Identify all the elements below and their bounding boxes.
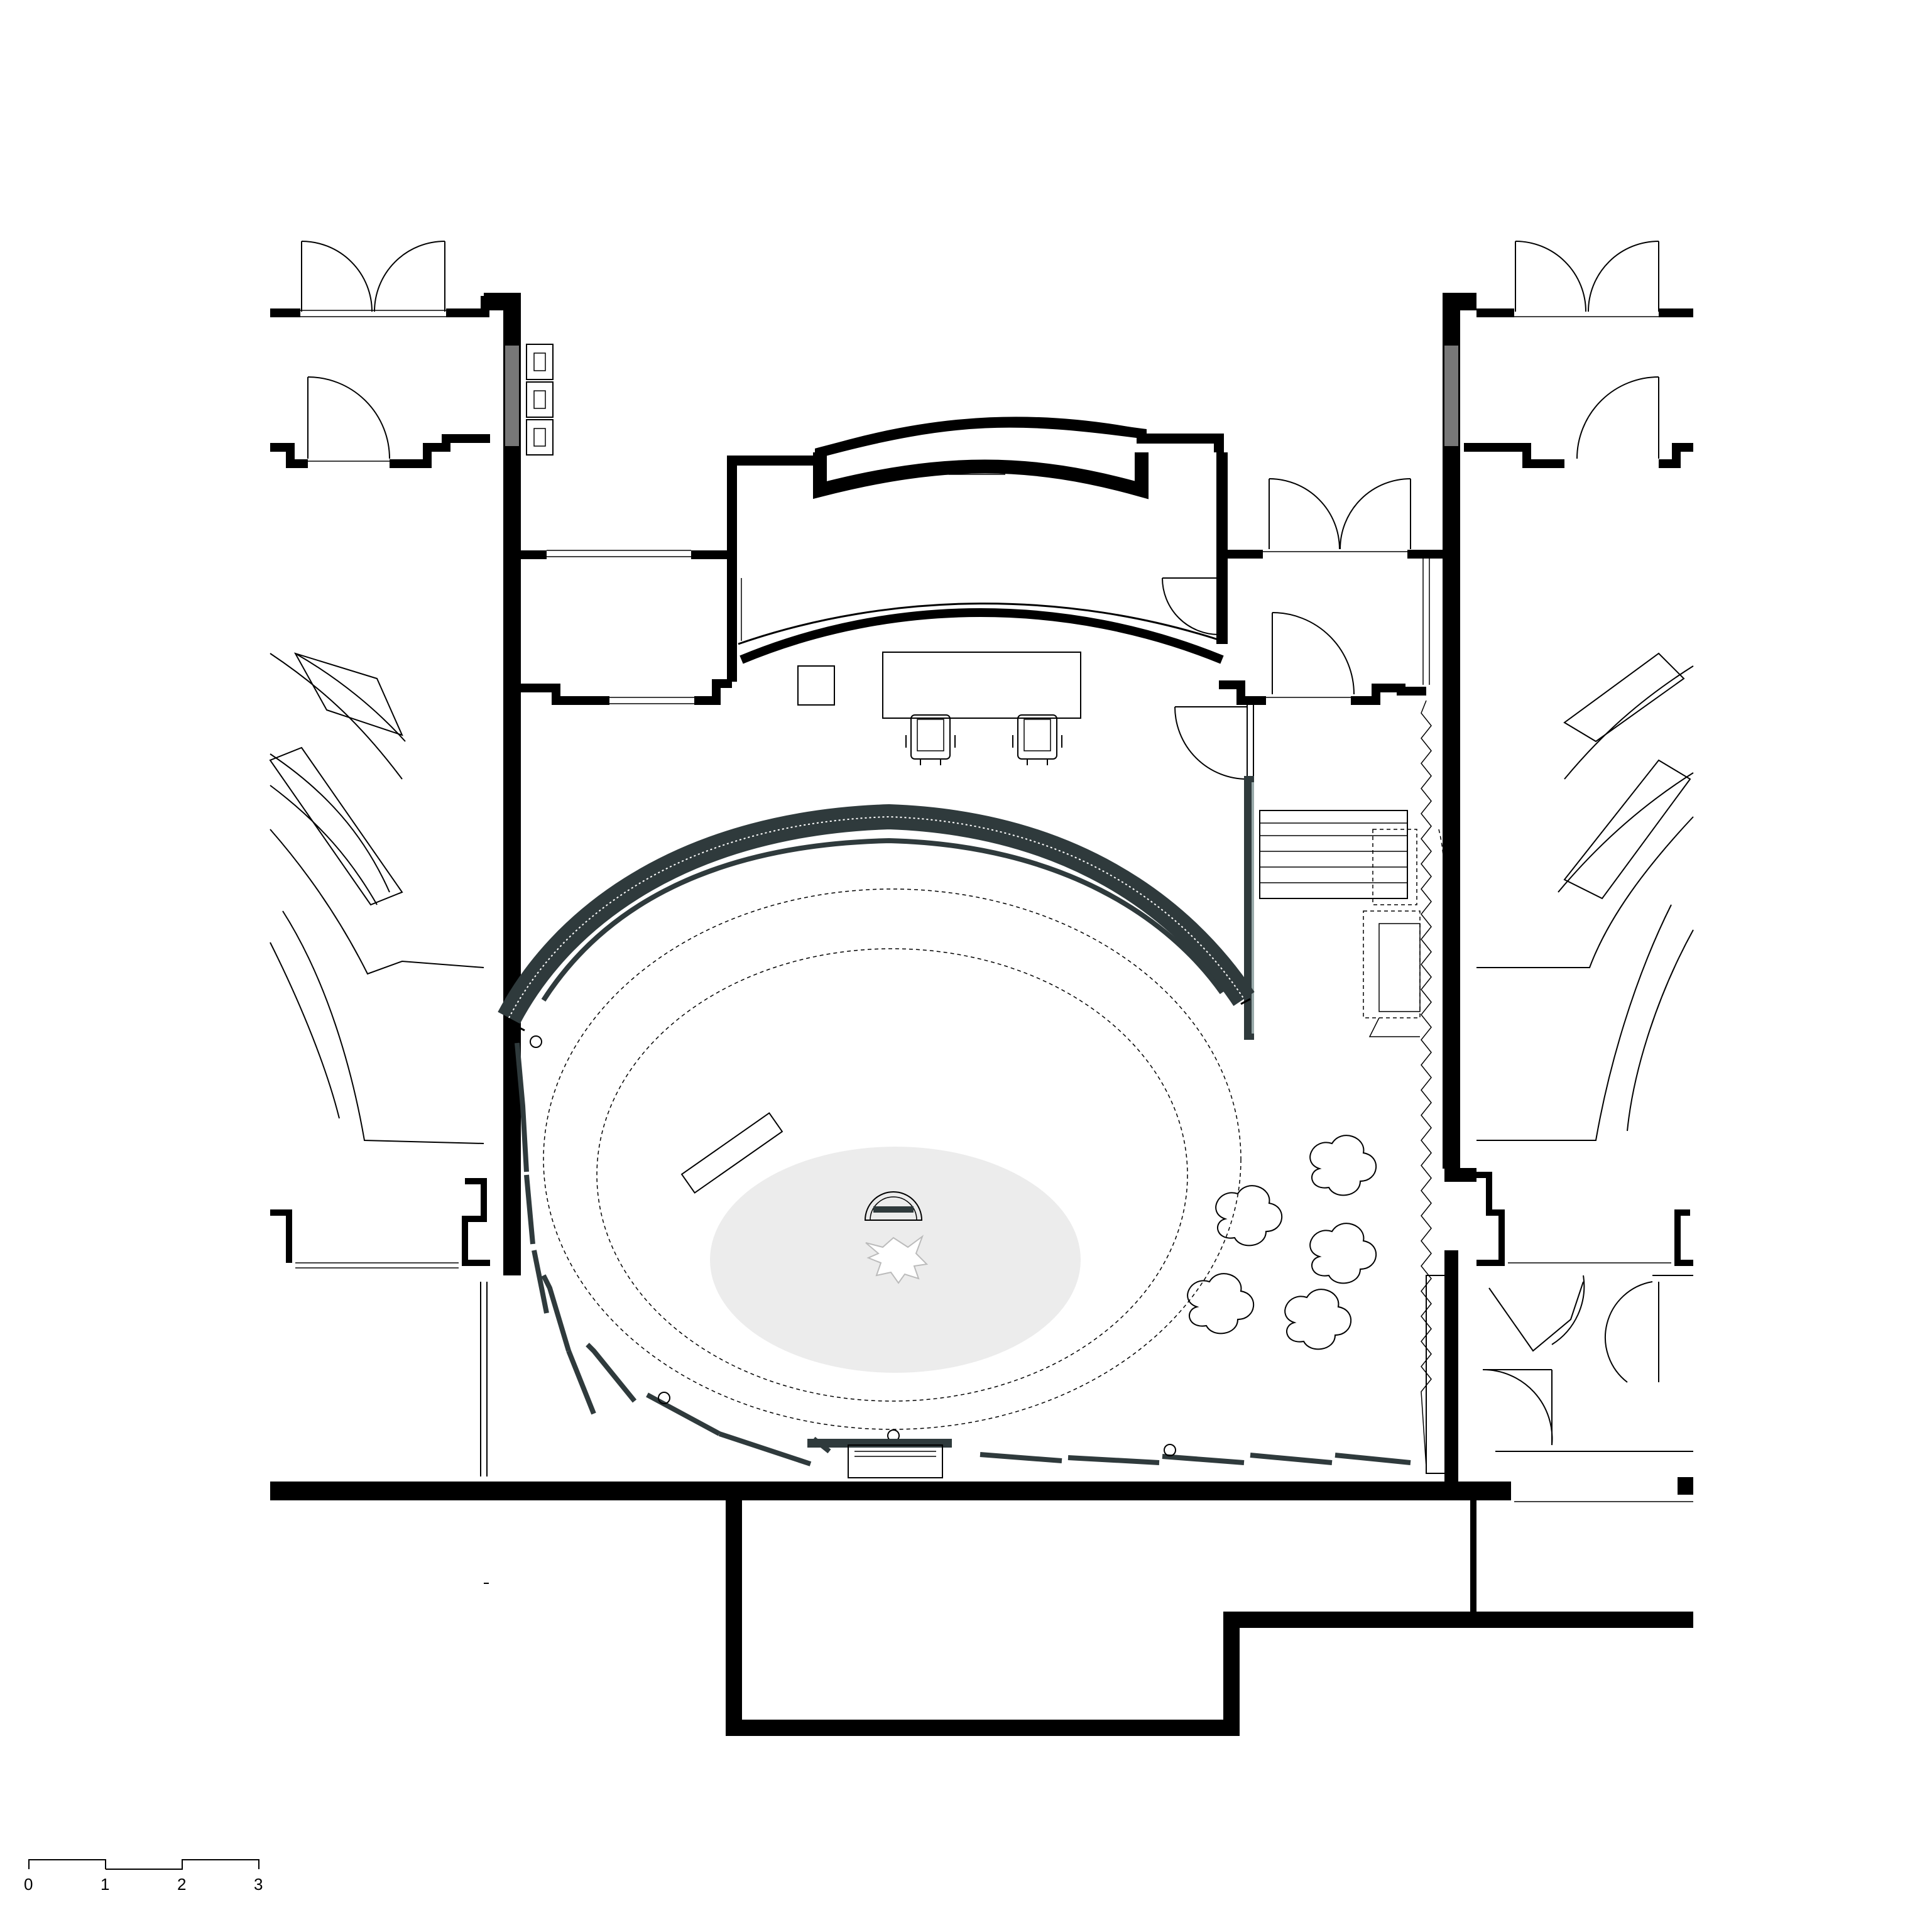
hide-rug [865, 1235, 929, 1284]
curved-bench [498, 804, 1255, 1032]
stair-block [1259, 810, 1408, 899]
auditorium-seating-rows [1476, 652, 1694, 1141]
hanging-rail [1438, 829, 1446, 1006]
stepped-wall-panels [515, 1042, 1411, 1466]
scale-bar: 0 1 2 3 [24, 1859, 263, 1894]
swing-door-icon [1174, 701, 1254, 780]
scale-label-0: 0 [24, 1875, 33, 1894]
partition-edge [1252, 782, 1254, 1034]
wall-segment [512, 684, 609, 705]
wall-segment [1464, 443, 1564, 468]
scale-label-2: 2 [177, 1875, 186, 1894]
scale-label-3: 3 [254, 1875, 263, 1894]
left-main-wall [484, 293, 521, 1275]
vestibule-inner-wall [813, 452, 1149, 499]
swing-door-icon [1576, 376, 1659, 459]
wall-panel [1444, 346, 1458, 446]
wall-segment [694, 679, 732, 705]
wall-segment [1659, 443, 1693, 468]
swing-door-icon [301, 241, 445, 312]
office-chair-icon [1012, 714, 1062, 765]
folding-screen [1421, 700, 1432, 1468]
swing-door-icon [307, 376, 390, 459]
reception-area [797, 652, 1254, 1040]
side-table [797, 665, 835, 706]
upper-rooms [512, 417, 1451, 705]
swing-door-icon [1272, 612, 1355, 695]
vestibule-lower-curve-inner [738, 603, 1223, 645]
entry-console [807, 1439, 952, 1478]
scale-label-1: 1 [101, 1875, 109, 1894]
main-room-walls [270, 293, 1693, 1736]
pouf-icon [864, 1191, 923, 1221]
office-chair-icon [905, 714, 956, 765]
wall-segment [270, 443, 308, 468]
swing-door-icon [1482, 1275, 1693, 1446]
closet-door [1426, 1275, 1452, 1474]
oval-room [498, 804, 1411, 1478]
auditorium-seating-rows [269, 652, 484, 1144]
dashed-outline-outer [543, 888, 1242, 1430]
bench [680, 1112, 783, 1194]
dashed-outline-inner [596, 948, 1188, 1402]
wall-segment [462, 1178, 490, 1266]
swing-door-icon [1162, 577, 1220, 635]
vestibule-lower-curve [740, 608, 1224, 664]
wall-segment [1674, 1209, 1693, 1266]
annex-wall [726, 1490, 1693, 1736]
swing-door-icon [1515, 241, 1659, 312]
hanging-rail [1444, 829, 1452, 1006]
wall-segment [1351, 684, 1426, 705]
wall-segment [390, 434, 490, 468]
round-table-cluster [1187, 1135, 1377, 1350]
wall-panel [505, 346, 519, 446]
bottom-main-wall [270, 1482, 1511, 1500]
left-neighbor-plan [269, 241, 515, 1476]
stair-and-rack [1259, 700, 1452, 1474]
wall-segment [270, 1209, 292, 1263]
right-neighbor-plan [1464, 241, 1694, 1502]
reception-desk [882, 652, 1081, 719]
right-main-wall-lower [1444, 1168, 1476, 1483]
right-main-wall [1443, 293, 1476, 1169]
wall-segment [1219, 680, 1266, 705]
vestibule-roof-curve [818, 417, 1143, 457]
wall-cabinet [526, 344, 554, 456]
wall-segment [1476, 1172, 1505, 1266]
swing-door-icon [1269, 478, 1411, 550]
